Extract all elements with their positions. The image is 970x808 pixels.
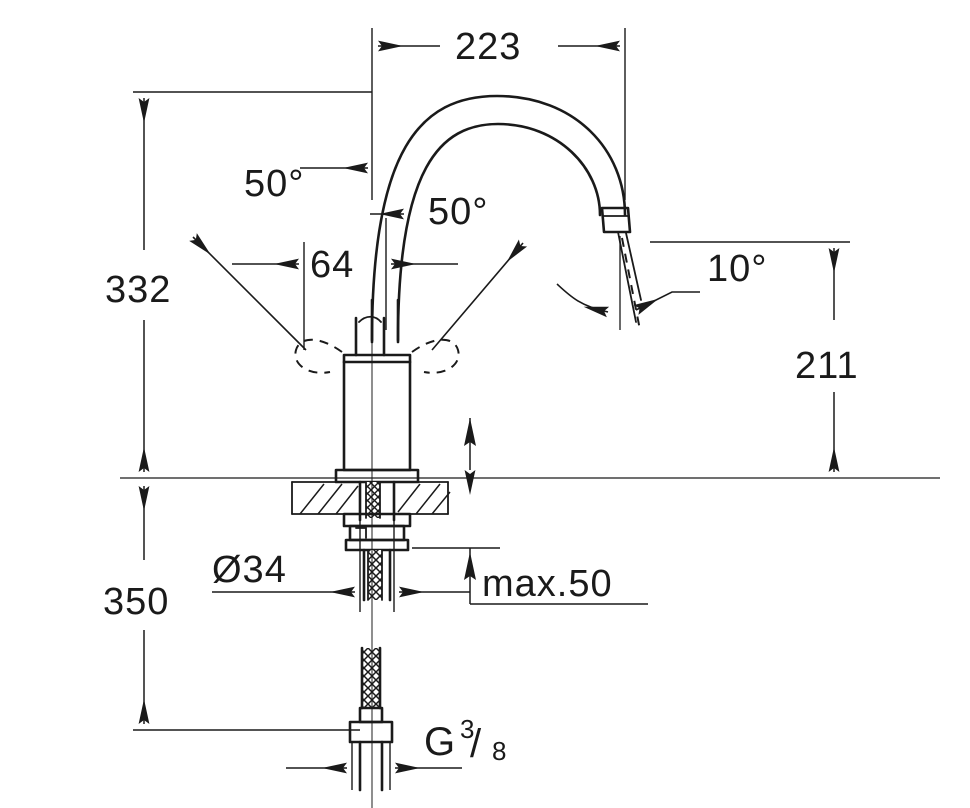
thread-label-numerator: 3: [460, 714, 474, 744]
arrowhead-max50-counter: [464, 552, 476, 580]
dimension-diameter-34: Ø34: [212, 520, 470, 612]
shank-thread-texture: [366, 482, 380, 518]
cartridge-top-arc: [358, 315, 382, 323]
outlet-stream-edge-2: [625, 232, 642, 301]
hose-braid-texture-lower: [362, 648, 380, 708]
dimension-223: 223: [371, 26, 626, 200]
dimension-label-64: 64: [310, 244, 354, 286]
dimension-211: 211: [650, 241, 859, 472]
angle-label-10: 10°: [707, 248, 767, 290]
leader-50-left: [189, 233, 307, 351]
handle-outline-right: [411, 338, 460, 374]
center-lines: [120, 300, 940, 808]
angle-50-right: 50°: [370, 191, 528, 351]
dimension-label-d34: Ø34: [212, 549, 287, 591]
outlet-stream-edge: [617, 231, 637, 323]
thread-label-g: G: [424, 720, 455, 764]
dimension-label-max50: max.50: [482, 563, 613, 605]
angle-label-50-right: 50°: [428, 191, 488, 233]
lower-washer: [344, 538, 410, 552]
angle-label-50-left: 50°: [244, 163, 304, 205]
angle-50-left: 50°: [189, 162, 368, 351]
section-hatching: [299, 483, 451, 515]
dimension-label-350: 350: [103, 581, 169, 623]
thread-label-denominator: 8: [492, 736, 506, 766]
handle-outline-left: [294, 338, 343, 374]
spout-inner-arc: [396, 122, 602, 342]
angle-10-outlet: 10°: [556, 236, 767, 331]
dimension-332: 332: [105, 91, 372, 472]
dimension-label-211: 211: [795, 345, 859, 387]
dimension-label-223: 223: [455, 26, 521, 68]
leader-10-left: [556, 283, 610, 318]
arrowhead-max50-top: [464, 418, 476, 446]
aerator-housing: [600, 206, 632, 234]
countertop-section: [291, 481, 451, 515]
leader-10-right: [633, 291, 700, 315]
dimension-350: 350: [103, 486, 360, 731]
leader-50-right: [431, 239, 528, 351]
thread-callout-g38: G 3 / 8: [286, 714, 506, 790]
connector-hex-nut: [348, 720, 394, 744]
dimension-max-50: max.50: [412, 418, 648, 605]
thread-label-slash: /: [470, 722, 482, 766]
dimension-64: 64: [232, 218, 458, 350]
hose-braid-texture-upper: [368, 550, 382, 600]
dimension-label-332: 332: [105, 269, 171, 311]
mounting-washer: [342, 512, 412, 528]
